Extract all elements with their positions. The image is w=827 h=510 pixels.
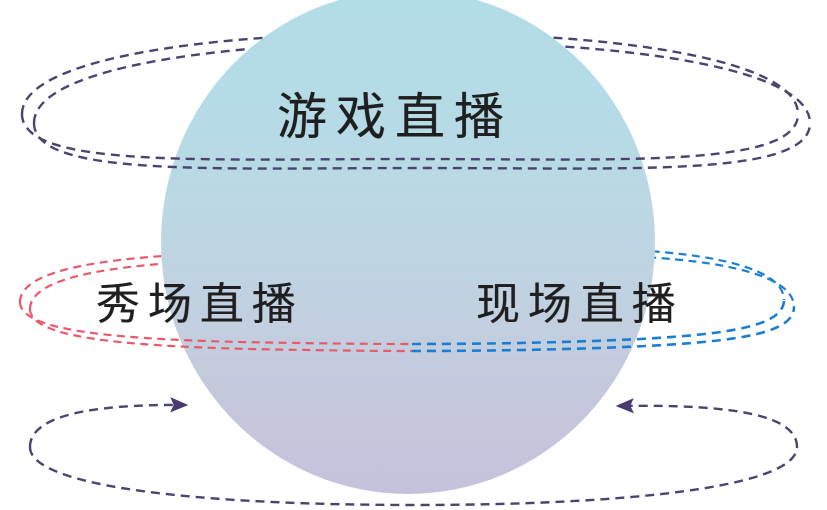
label-show-live: 秀场直播 bbox=[96, 280, 304, 329]
top-orbit-front bbox=[20, 113, 812, 170]
middle-left-orbit-back bbox=[18, 250, 451, 310]
bottom-orbit-back bbox=[28, 397, 799, 448]
label-game-live: 游戏直播 bbox=[277, 89, 513, 145]
live-streaming-sphere bbox=[161, 0, 655, 494]
middle-left-orbit-front bbox=[18, 301, 413, 353]
middle-right-orbit-front bbox=[411, 299, 796, 353]
bottom-orbit-front bbox=[28, 446, 799, 507]
label-onsite-live: 现场直播 bbox=[476, 280, 684, 329]
